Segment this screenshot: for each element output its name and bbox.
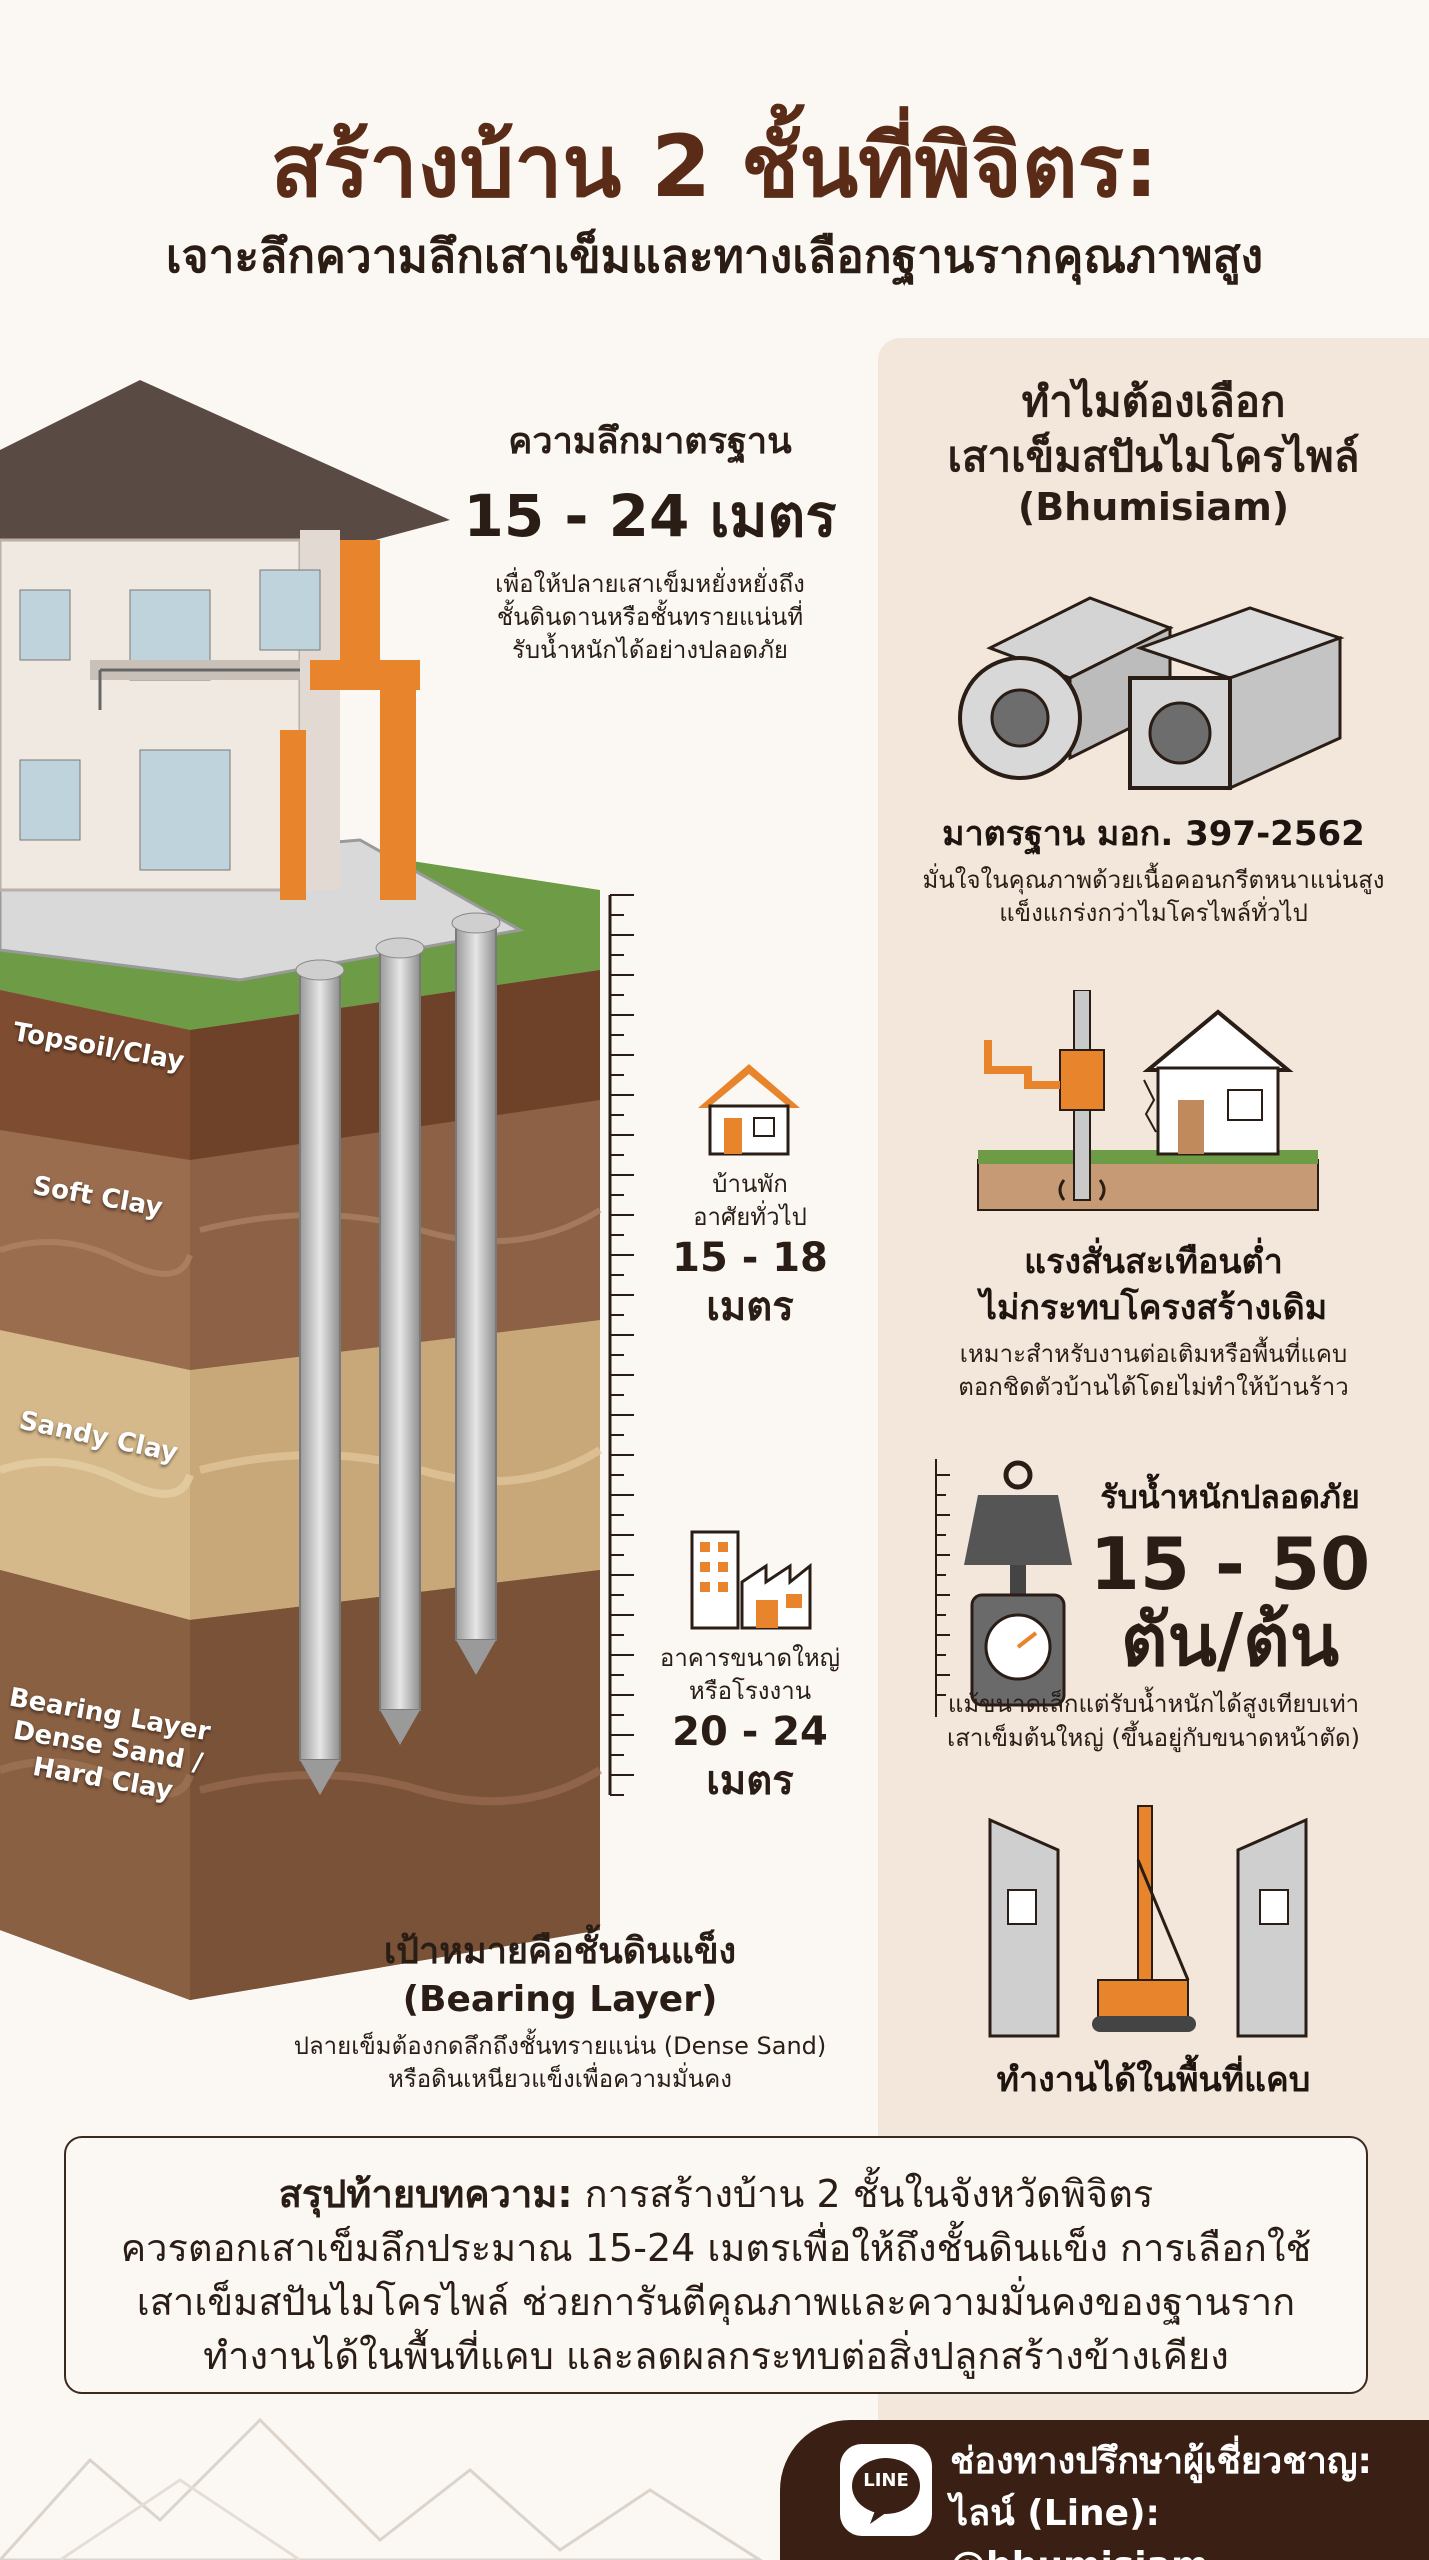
standard-depth-label: ความลึกมาตรฐาน — [508, 421, 792, 462]
soil-cross-section-illustration — [0, 380, 634, 2000]
bearing-layer — [0, 1570, 190, 2000]
residential-label: อาศัยทั่วไป — [693, 1203, 807, 1232]
why-heading: ทำไมต้องเลือก เสาเข็มสปันไมโครไพล์ (Bhum… — [878, 374, 1429, 529]
large-building-label: อาคารขนาดใหญ่ — [659, 1644, 841, 1672]
bearing-target-title: เป้าหมายคือชั้นดินแข็ง — [383, 1931, 737, 1972]
summary-box: สรุปท้ายบทความ: การสร้างบ้าน 2 ชั้นในจัง… — [64, 2136, 1368, 2394]
feature-standard-title: มาตรฐาน มอก. 397-2562 — [942, 814, 1365, 854]
topsoil-layer — [0, 990, 190, 1160]
bearing-target-subtitle: (Bearing Layer) — [402, 1979, 718, 2020]
standard-depth-block: ความลึกมาตรฐาน 15 - 24 เมตร เพื่อให้ปลาย… — [440, 412, 860, 667]
feature-vibration-text: เหมาะสำหรับงานต่อเติมหรือพื้นที่แคบ — [959, 1339, 1348, 1368]
feature-vibration-title: ไม่กระทบโครงสร้างเดิม — [979, 1287, 1328, 1328]
feature-load-value: 15 - 50 — [1089, 1522, 1371, 1607]
page-subtitle: เจาะลึกความลึกเสาเข็มและทางเลือกฐานรากคุ… — [165, 229, 1264, 283]
feature-load-text-line: เสาเข็มต้นใหญ่ (ขึ้นอยู่กับขนาดหน้าตัด) — [947, 1723, 1360, 1752]
feature-load-text: แม้ขนาดเล็กแต่รับน้ำหนักได้สูงเทียบเท่า … — [878, 1688, 1429, 1755]
summary-text: การสร้างบ้าน 2 ชั้นในจังหวัดพิจิตร — [572, 2172, 1154, 2216]
bearing-target-note-line: ปลายเข็มต้องกดลึกถึงชั้นทรายแน่น (Dense … — [293, 2032, 827, 2060]
bearing-target-block: เป้าหมายคือชั้นดินแข็ง (Bearing Layer) ป… — [260, 1922, 860, 2096]
bearing-target-note-line: หรือดินเหนียวแข็งเพื่อความมั่นคง — [388, 2065, 732, 2094]
house-illustration — [0, 380, 450, 900]
building-factory-icon — [690, 1530, 812, 1630]
feature-narrow-title: ทำงานได้ในพื้นที่แคบ — [996, 2060, 1311, 2100]
feature-standard-text: มั่นใจในคุณภาพด้วยเนื้อคอนกรีตหนาแน่นสูง — [922, 865, 1385, 894]
depth-ruler-ticks — [610, 894, 634, 1796]
feature-vibration-text: ตอกชิดตัวบ้านได้โดยไม่ทำให้บ้านร้าว — [958, 1373, 1349, 1402]
large-building-depth-value: 20 - 24 — [672, 1709, 828, 1756]
feature-standard-text: แข็งแกร่งกว่าไมโครไพล์ทั่วไป — [999, 899, 1308, 928]
residential-label: บ้านพัก — [712, 1170, 788, 1198]
standard-depth-note-line: เพื่อให้ปลายเสาเข็มหยั่งหยั่งถึง — [495, 570, 805, 598]
brand-name: (Bhumisiam) — [1017, 484, 1290, 529]
why-title-line: เสาเข็มสปันไมโครไพล์ — [947, 432, 1360, 482]
feature-vibration-title: แรงสั่นสะเทือนต่ำ — [1024, 1242, 1283, 1282]
summary-heading: สรุปท้ายบทความ: — [278, 2172, 573, 2216]
contact-info: ช่องทางปรึกษาผู้เชี่ยวชาญ: ไลน์ (Line): … — [950, 2436, 1429, 2560]
pile-3 — [455, 924, 497, 1641]
feature-load: รับน้ำหนักปลอดภัย 15 - 50 ตัน/ต้น — [1060, 1476, 1400, 1678]
pile-2 — [379, 949, 421, 1711]
large-building-depth-unit: เมตร — [706, 1758, 794, 1805]
contact-heading: ช่องทางปรึกษาผู้เชี่ยวชาญ: — [950, 2441, 1372, 2482]
residential-depth-value: 15 - 18 — [672, 1235, 828, 1282]
standard-depth-note-line: รับน้ำหนักได้อย่างปลอดภัย — [512, 636, 788, 665]
line-app-icon[interactable]: LINE — [840, 2444, 932, 2536]
house-icon — [698, 1064, 800, 1156]
page-title: สร้างบ้าน 2 ชั้นที่พิจิตร: — [270, 117, 1159, 217]
spun-micropile-icon — [958, 596, 1345, 791]
pile-1 — [299, 969, 341, 1761]
summary-text: เสาเข็มสปันไมโครไพล์ ช่วยการันตีคุณภาพแล… — [136, 2279, 1296, 2324]
residential-block: บ้านพัก อาศัยทั่วไป 15 - 18 เมตร — [640, 1168, 860, 1332]
line-chat-bubble-icon — [852, 2458, 920, 2524]
mountain-decoration — [0, 2417, 763, 2560]
feature-standard: มาตรฐาน มอก. 397-2562 มั่นใจในคุณภาพด้วย… — [878, 812, 1429, 931]
summary-text: ทำงานได้ในพื้นที่แคบ และลดผลกระทบต่อสิ่ง… — [203, 2333, 1229, 2378]
feature-load-unit: ตัน/ต้น — [1120, 1597, 1340, 1682]
line-id-link[interactable]: ไลน์ (Line): @bhumisiam — [950, 2493, 1208, 2560]
feature-load-title: รับน้ำหนักปลอดภัย — [1100, 1478, 1360, 1516]
standard-depth-value: 15 - 24 เมตร — [463, 482, 837, 550]
sandy-clay-layer — [0, 1330, 190, 1620]
why-title-line: ทำไมต้องเลือก — [1021, 377, 1286, 426]
low-vibration-icon — [977, 990, 1319, 1211]
weight-scale-icon — [935, 1459, 1072, 1717]
large-building-block: อาคารขนาดใหญ่ หรือโรงงาน 20 - 24 เมตร — [630, 1642, 870, 1806]
feature-load-text-line: แม้ขนาดเล็กแต่รับน้ำหนักได้สูงเทียบเท่า — [947, 1690, 1360, 1718]
narrow-site-icon — [988, 1805, 1308, 2038]
feature-vibration: แรงสั่นสะเทือนต่ำ ไม่กระทบโครงสร้างเดิม … — [878, 1240, 1429, 1405]
standard-depth-note-line: ชั้นดินดานหรือชั้นทรายแน่นที่ — [496, 603, 804, 632]
line-logo-text: LINE — [863, 2470, 909, 2491]
residential-depth-unit: เมตร — [706, 1284, 794, 1331]
summary-text: ควรตอกเสาเข็มลึกประมาณ 15-24 เมตรเพื่อให… — [120, 2225, 1312, 2270]
large-building-label: หรือโรงงาน — [688, 1677, 812, 1706]
